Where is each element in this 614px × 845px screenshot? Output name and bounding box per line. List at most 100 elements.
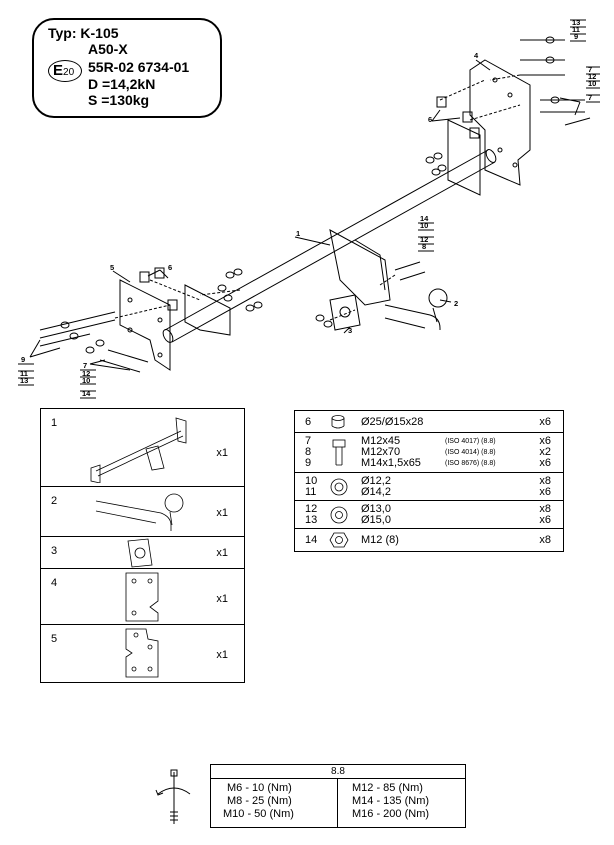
hardware-number: 7 bbox=[305, 435, 312, 447]
hardware-row-washers-b: 12 13 Ø13,0 Ø15,0 x8 x6 bbox=[295, 501, 563, 529]
hardware-number: 12 bbox=[305, 503, 318, 515]
callout-2: 2 bbox=[454, 299, 458, 308]
part-row-1: 1 x1 bbox=[41, 409, 244, 487]
callout-leaders bbox=[29, 59, 581, 371]
hardware-qty: x6 bbox=[539, 457, 551, 469]
callout-14-right: 14 bbox=[420, 214, 429, 223]
hardware-desc: M12 (8) bbox=[361, 534, 399, 546]
hardware-qty: x6 bbox=[539, 486, 551, 498]
spacer-bushing-icon bbox=[331, 415, 345, 429]
hardware-desc: Ø15,0 bbox=[361, 514, 391, 526]
hardware-number: 11 bbox=[305, 486, 317, 498]
hardware-number: 13 bbox=[305, 514, 318, 526]
part-number: 5 bbox=[51, 633, 58, 645]
torque-value: M6 - 10 (Nm) bbox=[227, 782, 292, 794]
bolt-set-right bbox=[394, 39, 591, 281]
e-mark-letter: E bbox=[53, 62, 64, 79]
callout-5: 5 bbox=[110, 263, 114, 272]
hardware-table: 6 Ø25/Ø15x28 x6 7 8 9 M12x45 M12x70 M14x… bbox=[294, 410, 564, 552]
callout-11-right: 11 bbox=[572, 25, 580, 34]
assembly-lines bbox=[114, 74, 521, 321]
callout-12-mid: 12 bbox=[420, 235, 428, 244]
callout-12-left: 12 bbox=[82, 369, 90, 378]
callout-7-left: 7 bbox=[83, 361, 87, 370]
hardware-qty: x8 bbox=[539, 503, 551, 515]
torque-value: M8 - 25 (Nm) bbox=[227, 795, 292, 807]
hardware-number: 6 bbox=[305, 416, 312, 428]
part-qty: x1 bbox=[216, 447, 228, 459]
hardware-desc: M12x45 bbox=[361, 435, 401, 447]
callout-13-right: 13 bbox=[572, 18, 580, 27]
center-ball-mount-bracket bbox=[329, 229, 391, 306]
hardware-norm: (ISO 4014) (8.8) bbox=[445, 449, 496, 456]
hardware-desc: Ø25/Ø15x28 bbox=[361, 416, 424, 428]
model-line: A50-X bbox=[88, 41, 128, 57]
torque-table: 8.8 M6 - 10 (Nm) M8 - 25 (Nm) M10 - 50 (… bbox=[210, 764, 466, 828]
callout-10-left: 10 bbox=[82, 376, 90, 385]
tow-ball-neck bbox=[384, 288, 448, 330]
flat-washer-icon bbox=[330, 506, 348, 524]
hardware-qty: x6 bbox=[539, 435, 551, 447]
left-inner-plate bbox=[184, 284, 231, 336]
hardware-desc: M12x70 bbox=[361, 446, 401, 458]
part-qty: x1 bbox=[216, 547, 228, 559]
e-approval-mark-icon: E20 bbox=[48, 60, 82, 82]
part-qty: x1 bbox=[216, 593, 228, 605]
callout-12-right: 12 bbox=[588, 72, 596, 81]
torque-column-left: M6 - 10 (Nm) M8 - 25 (Nm) M10 - 50 (Nm) bbox=[211, 778, 338, 827]
callout-14-left: 14 bbox=[82, 389, 91, 398]
hardware-desc: Ø13,0 bbox=[361, 503, 391, 515]
crossbar-tube bbox=[162, 149, 497, 343]
callout-boxes bbox=[18, 19, 600, 399]
type-approval-box: Typ: K-105 A50-X E20 55R-02 6734-01 D =1… bbox=[32, 18, 222, 118]
hardware-desc: Ø12,2 bbox=[361, 475, 391, 487]
callout-6-right: 6 bbox=[428, 115, 432, 124]
callout-13-left: 13 bbox=[20, 376, 28, 385]
approval-number-line: 55R-02 6734-01 bbox=[88, 59, 190, 75]
crossbar-part-icon bbox=[90, 417, 187, 483]
hardware-number: 8 bbox=[305, 446, 312, 458]
right-inner-plate bbox=[447, 119, 481, 196]
bolt-set-left bbox=[39, 311, 149, 373]
part-qty: x1 bbox=[216, 649, 228, 661]
bolt-icon bbox=[332, 439, 346, 466]
spacer-bushings bbox=[139, 96, 480, 311]
callout-10-right: 10 bbox=[420, 221, 428, 230]
torque-column-right: M12 - 85 (Nm) M14 - 135 (Nm) M16 - 200 (… bbox=[338, 778, 465, 827]
callout-7-right-2: 7 bbox=[588, 65, 592, 74]
torque-value: M12 - 85 (Nm) bbox=[352, 782, 423, 794]
e-mark-number: 20 bbox=[63, 67, 75, 78]
s-value-line: S =130kg bbox=[88, 92, 150, 108]
callout-9-right: 9 bbox=[574, 32, 578, 41]
hardware-number: 9 bbox=[305, 457, 312, 469]
parts-table: 1 x1 2 x1 3 x1 bbox=[40, 408, 245, 683]
hex-nut-icon bbox=[329, 532, 349, 548]
socket-plate-part-icon bbox=[127, 538, 153, 568]
d-value-line: D =14,2kN bbox=[88, 76, 156, 92]
hardware-row-washers-a: 10 11 Ø12,2 Ø14,2 x8 x6 bbox=[295, 473, 563, 501]
torque-wrench-icon bbox=[155, 769, 191, 824]
callout-10-right-2: 10 bbox=[588, 79, 596, 88]
callout-1: 1 bbox=[296, 229, 300, 238]
socket-plate bbox=[329, 294, 361, 331]
type-line: Typ: K-105 bbox=[48, 25, 119, 41]
hardware-norm: (ISO 8676) (8.8) bbox=[445, 460, 496, 467]
hardware-qty: x2 bbox=[539, 446, 551, 458]
callout-8: 8 bbox=[422, 242, 426, 251]
part-row-4: 4 x1 bbox=[41, 569, 244, 625]
torque-value: M16 - 200 (Nm) bbox=[352, 808, 430, 820]
callout-11-left: 11 bbox=[20, 369, 28, 378]
callout-9-left: 9 bbox=[21, 355, 25, 364]
spring-washer-icon bbox=[330, 478, 348, 496]
hardware-desc: M14x1,5x65 bbox=[361, 457, 421, 469]
hardware-number: 10 bbox=[305, 475, 318, 487]
bolt-grade: 8.8 bbox=[211, 765, 465, 779]
part-row-5: 5 x1 bbox=[41, 625, 244, 682]
hardware-qty: x8 bbox=[539, 534, 551, 546]
part-number: 4 bbox=[51, 577, 58, 589]
callout-7-right: 7 bbox=[588, 93, 592, 102]
tow-ball-part-icon bbox=[95, 493, 184, 531]
torque-value: M14 - 135 (Nm) bbox=[352, 795, 430, 807]
hardware-qty: x6 bbox=[539, 514, 551, 526]
part-number: 3 bbox=[51, 545, 58, 557]
